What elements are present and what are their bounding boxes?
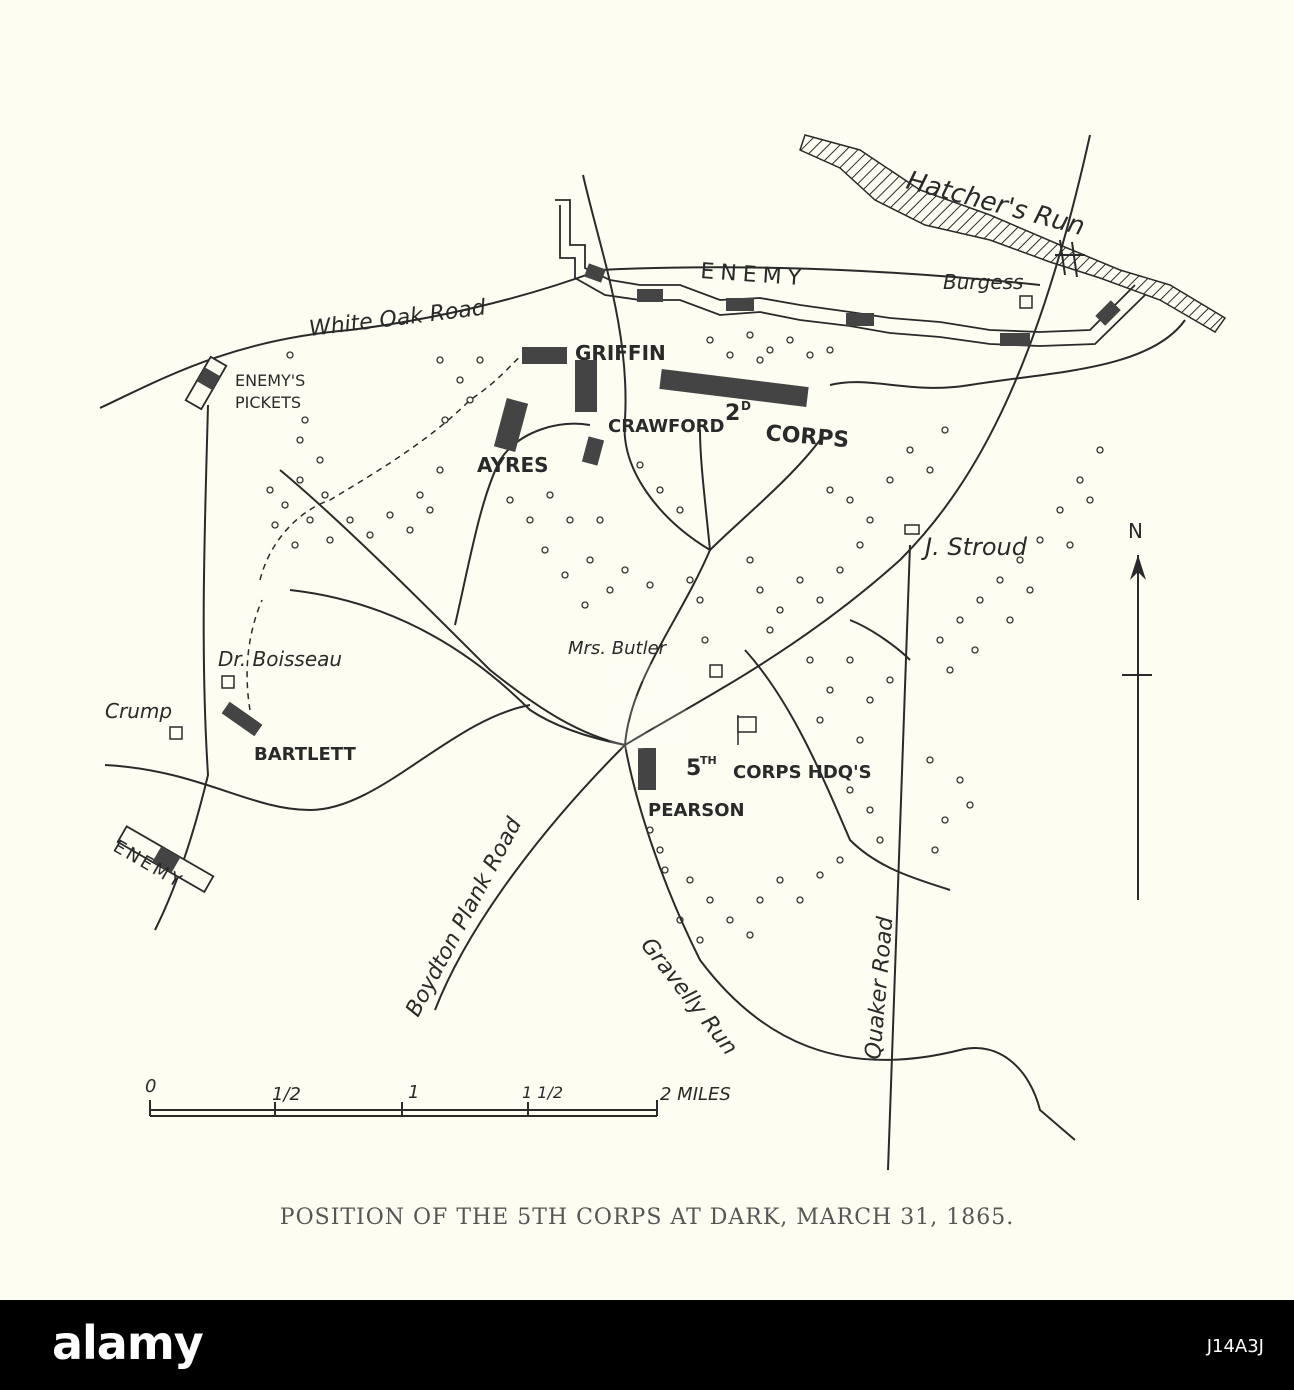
white-oak-road xyxy=(99,266,1041,409)
stroud-house xyxy=(904,524,920,535)
crawford-label: CRAWFORD xyxy=(608,416,724,437)
stream-east xyxy=(829,319,1186,389)
mrs-butler-label: Mrs. Butler xyxy=(568,638,668,659)
image-id: J14A3J xyxy=(1206,1336,1264,1357)
gravelly-run xyxy=(624,744,1076,1141)
griffin-troops-2 xyxy=(575,360,597,412)
stream-west-2 xyxy=(279,469,626,746)
enemy-sw-marker xyxy=(116,825,215,894)
burgess-house xyxy=(1019,295,1033,309)
j-stroud-label: J. Stroud xyxy=(921,533,1028,561)
woods-far-east xyxy=(936,446,1104,674)
boydton-plank-road-label: Boydton Plank Road xyxy=(401,813,527,1021)
stream-quaker xyxy=(849,619,911,661)
pickets-label: PICKETS xyxy=(235,393,301,412)
griffin-label: GRIFFIN xyxy=(575,341,666,365)
bridge xyxy=(1055,239,1085,278)
enemy-troop-block xyxy=(846,313,874,326)
fifth-corps-hq-flag xyxy=(737,715,757,745)
stream-center-2 xyxy=(699,429,711,551)
scale-tick-0: 0 xyxy=(145,1076,156,1097)
quaker-road xyxy=(887,544,911,1171)
woods-north xyxy=(706,331,834,364)
burgess-label: Burgess xyxy=(943,270,1023,294)
stock-footer-bar xyxy=(0,1300,1294,1390)
scale-tick-1: 1 xyxy=(408,1082,419,1103)
woods-hdq xyxy=(806,656,974,854)
stream-ayres xyxy=(454,422,591,626)
north-label: N xyxy=(1128,519,1143,543)
fifth-corps-num: 5 xyxy=(686,756,701,781)
north-arrow: N xyxy=(1122,519,1152,900)
north-road xyxy=(582,174,712,746)
pearson-troops xyxy=(638,748,656,790)
stream-west-1 xyxy=(289,589,626,746)
fifth-corps-hdqs-label: CORPS HDQ'S xyxy=(733,762,872,783)
gravelly-run-label: Gravelly Run xyxy=(635,933,742,1060)
ayres-troops-1 xyxy=(493,398,529,452)
enemy-troop-block xyxy=(1095,300,1121,326)
enemys-label: ENEMY'S xyxy=(235,371,305,390)
griffin-troops-1 xyxy=(522,347,567,364)
bartlett-troops xyxy=(221,701,263,737)
dr-boisseau-house xyxy=(221,675,235,689)
dr-boisseau-label: Dr. Boisseau xyxy=(218,647,342,671)
stream-south xyxy=(104,704,531,812)
woods-south xyxy=(646,826,844,944)
map-page: N 0 1/2 1 1 1/2 2 MILES Hatcher's Run EN… xyxy=(99,134,1227,1230)
march-line-1 xyxy=(259,354,523,581)
enemys-pickets-marker xyxy=(184,355,228,411)
woods xyxy=(266,331,1104,944)
crump-label: Crump xyxy=(105,699,172,723)
enemy-top-label: ENEMY xyxy=(700,259,808,291)
scale-bar: 0 1/2 1 1 1/2 2 MILES xyxy=(145,1076,731,1117)
woods-east xyxy=(746,426,949,634)
scale-tick-1-half: 1 1/2 xyxy=(522,1083,563,1102)
bartlett-label: BARTLETT xyxy=(254,744,356,765)
enemy-troop-block xyxy=(1000,333,1030,346)
enemy-troop-block xyxy=(726,298,754,311)
second-corps-troops xyxy=(659,369,809,407)
battle-map: N 0 1/2 1 1 1/2 2 MILES Hatcher's Run EN… xyxy=(99,134,1227,1171)
second-corps-label: CORPS xyxy=(764,421,850,453)
boydton-plank-road xyxy=(434,134,1091,1011)
white-oak-road-label: White Oak Road xyxy=(308,295,488,342)
enemy-troop-block xyxy=(637,289,663,302)
woods-nw xyxy=(266,351,334,549)
crawford-troops xyxy=(581,436,605,466)
crump-house xyxy=(169,726,183,740)
woods-center xyxy=(506,461,709,644)
map-caption: POSITION OF THE 5TH CORPS AT DARK, MARCH… xyxy=(279,1205,1015,1230)
woods-center-left xyxy=(346,356,484,539)
ayres-label: AYRES xyxy=(477,453,549,477)
pearson-label: PEARSON xyxy=(648,800,745,821)
hatchers-run-creek xyxy=(799,134,1227,333)
mrs-butler-house xyxy=(709,664,723,678)
stream-center xyxy=(709,439,821,551)
alamy-logo[interactable]: alamy xyxy=(52,1316,204,1370)
scale-tick-half: 1/2 xyxy=(272,1084,301,1105)
west-road xyxy=(154,404,210,931)
second-corps-num: 2 xyxy=(725,401,740,426)
stream-hdq xyxy=(744,649,951,891)
scale-tick-2-miles: 2 MILES xyxy=(660,1084,731,1105)
enemy-troop-block xyxy=(584,263,606,283)
fifth-corps-sup: TH xyxy=(700,754,717,767)
second-corps-sup: D xyxy=(741,399,751,413)
